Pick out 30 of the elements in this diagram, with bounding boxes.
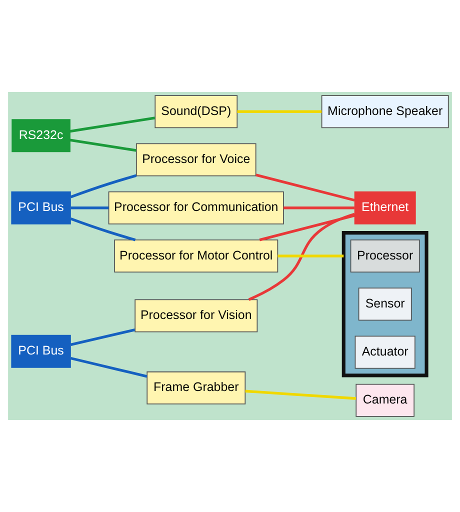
node-box: Processor for Motor Control: [114, 240, 278, 272]
connector: [245, 390, 356, 400]
node-box: Frame Grabber: [146, 371, 246, 404]
node-box: RS232c: [12, 119, 70, 152]
connector: [70, 218, 136, 242]
node-box: Actuator: [354, 336, 416, 369]
connector: [256, 174, 355, 202]
node-box: PCI Bus: [11, 191, 71, 224]
node-box: Processor: [350, 240, 420, 272]
node-box: Sound(DSP): [154, 95, 238, 128]
connector: [70, 138, 136, 152]
node-box: Camera: [356, 384, 414, 417]
node-box: Microphone Speaker: [321, 95, 449, 128]
connector: [259, 214, 356, 242]
node-box: Sensor: [358, 288, 412, 321]
connector: [70, 206, 109, 210]
connector: [70, 328, 136, 346]
node-box: PCI Bus: [11, 334, 71, 368]
connector: [70, 174, 137, 198]
connector: [237, 110, 322, 113]
connector: [283, 206, 354, 210]
node-box: Processor for Voice: [136, 143, 256, 176]
node-box: Processor for Vision: [134, 299, 258, 332]
connector: [70, 356, 148, 378]
connector: [278, 254, 344, 258]
node-box: Processor for Communication: [108, 191, 284, 224]
node-box: Ethernet: [354, 191, 416, 224]
cluster: [342, 231, 428, 378]
connector: [248, 212, 355, 301]
connector: [70, 116, 156, 133]
